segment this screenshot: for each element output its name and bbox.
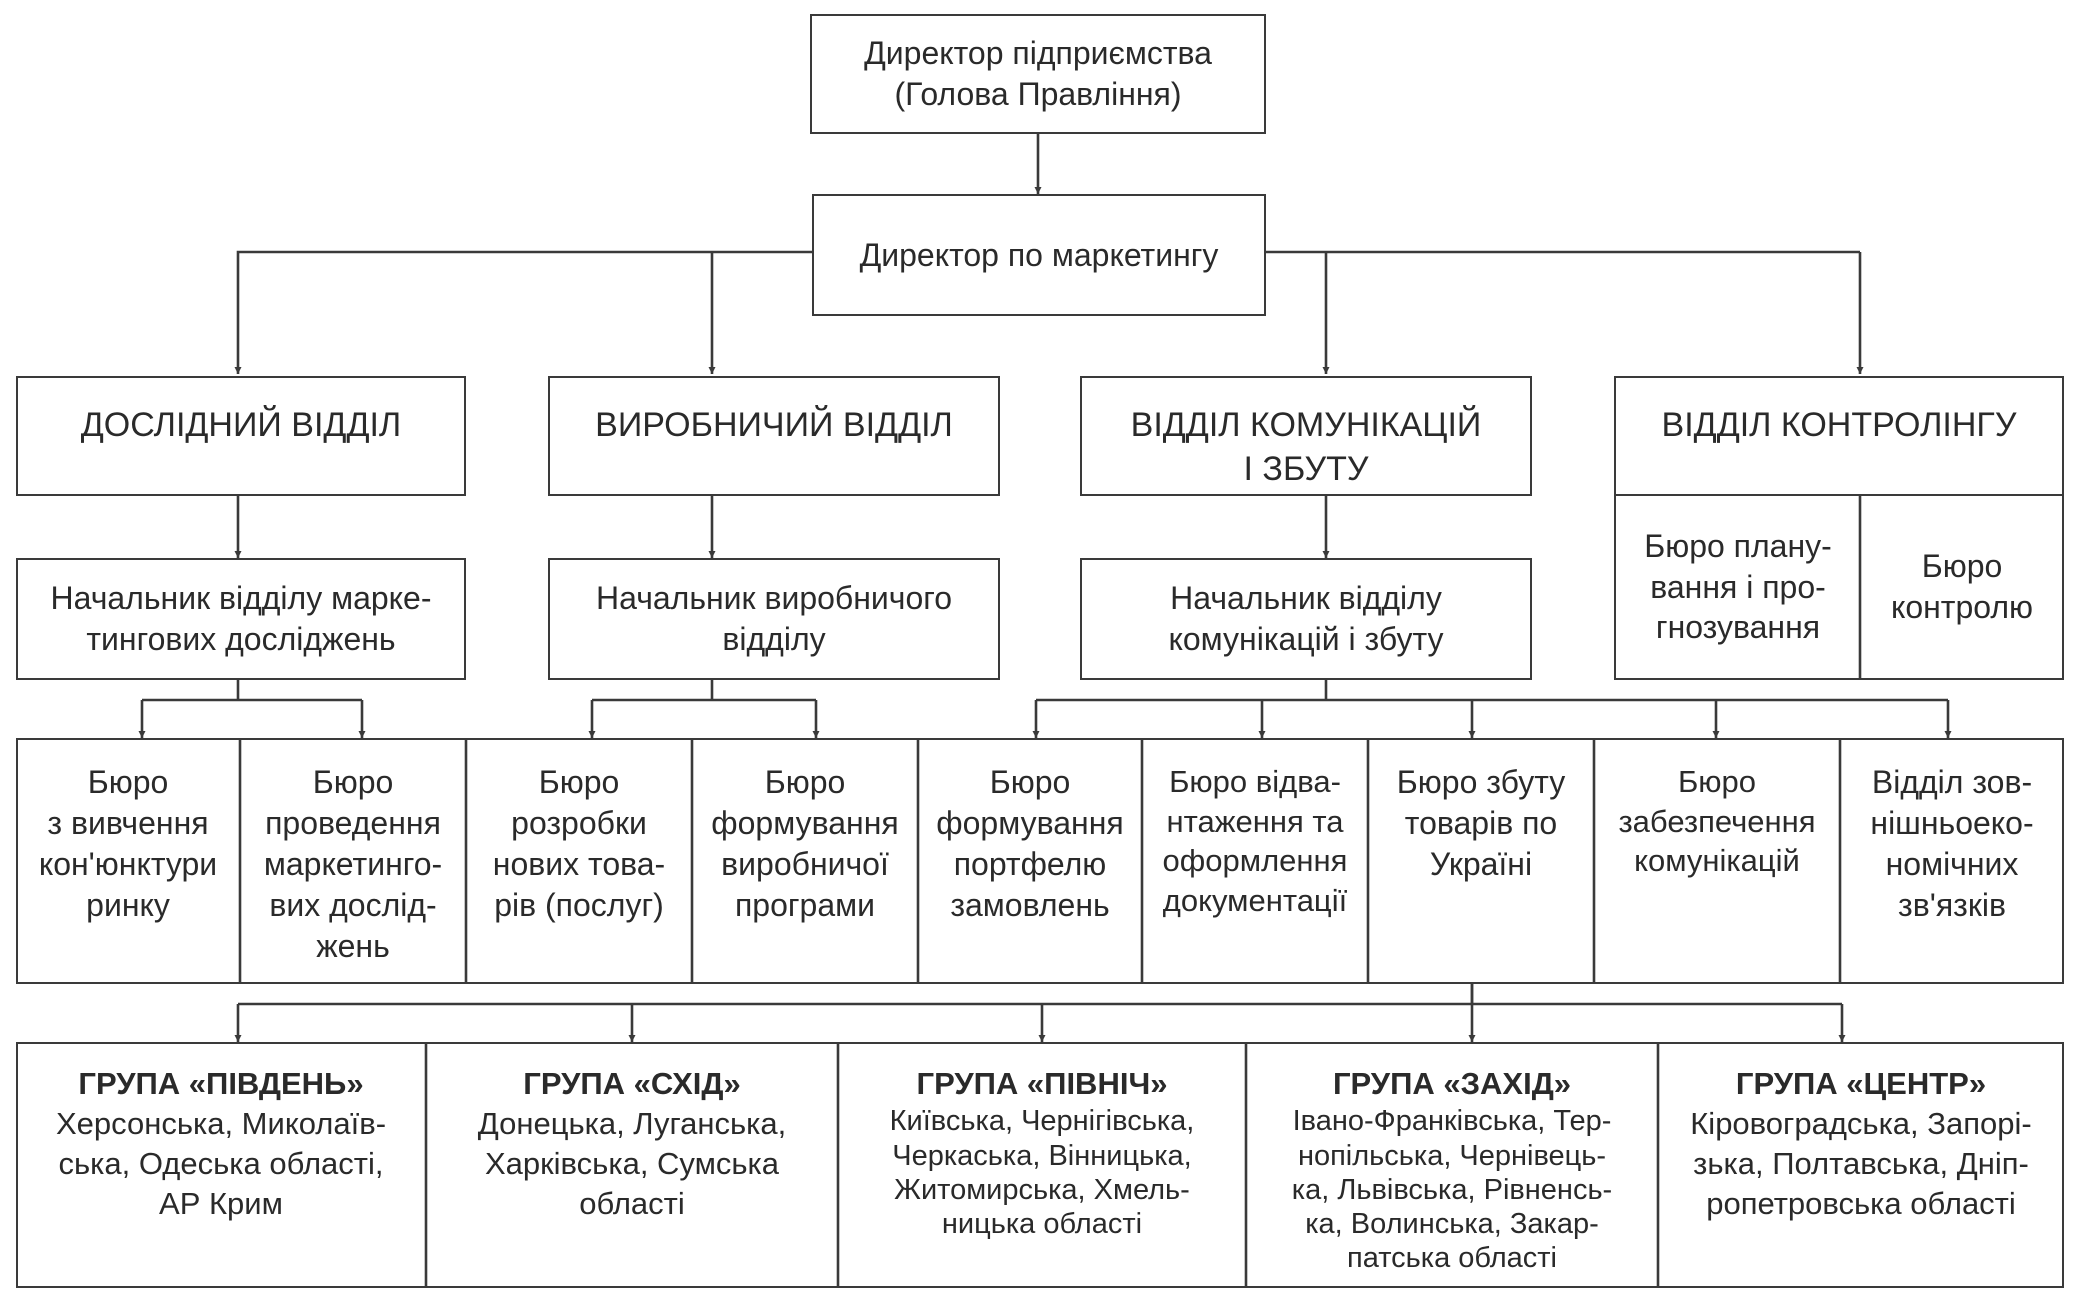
- group-east: ГРУПА «СХІД» Донецька, Луганська, Харків…: [426, 1042, 838, 1288]
- bureau-shipping-documentation: Бюро відва- нтаження та оформлення докум…: [1162, 764, 1348, 919]
- groups-row-frame: [16, 1042, 2064, 1288]
- controlling-department-box: ВІДДІЛ КОНТРОЛІНГУ: [1614, 376, 2064, 496]
- ceo-box: Директор підприємства (Голова Правління): [810, 14, 1266, 134]
- production-department-box: ВИРОБНИЧИЙ ВІДДІЛ: [548, 376, 1000, 496]
- bureau-market-study: Бюро з вивчення кон'юнктури ринку: [38, 764, 218, 923]
- arrow-to-research-dept: [234, 250, 812, 374]
- marketing-director-box: Директор по маркетингу: [812, 194, 1266, 316]
- bureaus-row-frame: [16, 738, 2064, 984]
- planning-bureau-box: Бюро плану- вання і про- гнозування: [1644, 527, 1832, 646]
- group-north-title: ГРУПА «ПІВНІЧ»: [916, 1066, 1168, 1101]
- bureau-orders-portfolio: Бюро формування портфелю замовлень: [936, 764, 1124, 923]
- bureau-market-research: Бюро проведення маркетинго- вих дослід- …: [263, 764, 443, 964]
- communications-department-box: ВІДДІЛ КОМУНІКАЦІЙ І ЗБУТУ: [1080, 376, 1532, 496]
- controlling-bureaus-frame: [1614, 494, 2064, 680]
- foreign-economic-relations-department: Відділ зов- нішньоеко- номічних зв'язків: [1870, 764, 2034, 923]
- group-east-regions: Донецька, Луганська, Харківська, Сумська…: [477, 1106, 787, 1221]
- group-west: ГРУПА «ЗАХІД» Івано-Франківська, Тер- но…: [1246, 1042, 1658, 1288]
- group-south-regions: Херсонська, Миколаїв- ська, Одеська обла…: [55, 1106, 387, 1221]
- group-south: ГРУПА «ПІВДЕНЬ» Херсонська, Миколаїв- сь…: [16, 1042, 426, 1288]
- group-north: ГРУПА «ПІВНІЧ» Київська, Чернігівська, Ч…: [838, 1042, 1246, 1288]
- group-north-regions: Київська, Чернігівська, Черкаська, Вінни…: [889, 1105, 1195, 1240]
- group-south-title: ГРУПА «ПІВДЕНЬ»: [78, 1066, 364, 1101]
- bureau-sales-ukraine: Бюро збуту товарів по Україні: [1396, 764, 1566, 882]
- production-head-box: Начальник виробничого відділу: [548, 558, 1000, 680]
- group-center: ГРУПА «ЦЕНТР» Кіровоградська, Запорі- зь…: [1658, 1042, 2064, 1288]
- bureau-communications: Бюро забезпечення комунікацій: [1618, 764, 1816, 879]
- group-west-regions: Івано-Франківська, Тер- нопільська, Черн…: [1291, 1105, 1613, 1275]
- group-center-regions: Кіровоградська, Запорі- зька, Полтавська…: [1690, 1106, 2032, 1221]
- bureau-production-program: Бюро формування виробничої програми: [711, 764, 899, 923]
- research-head-box: Начальник відділу марке- тингових дослід…: [16, 558, 466, 680]
- research-department-box: ДОСЛІДНИЙ ВІДДІЛ: [16, 376, 466, 496]
- control-bureau-box: Бюро контролю: [1890, 548, 2034, 625]
- bureau-new-products: Бюро розробки нових това- рів (послуг): [492, 764, 666, 923]
- communications-head-box: Начальник відділу комунікацій і збуту: [1080, 558, 1532, 680]
- group-west-title: ГРУПА «ЗАХІД»: [1332, 1066, 1572, 1101]
- group-east-title: ГРУПА «СХІД»: [523, 1066, 741, 1101]
- group-center-title: ГРУПА «ЦЕНТР»: [1735, 1066, 1987, 1101]
